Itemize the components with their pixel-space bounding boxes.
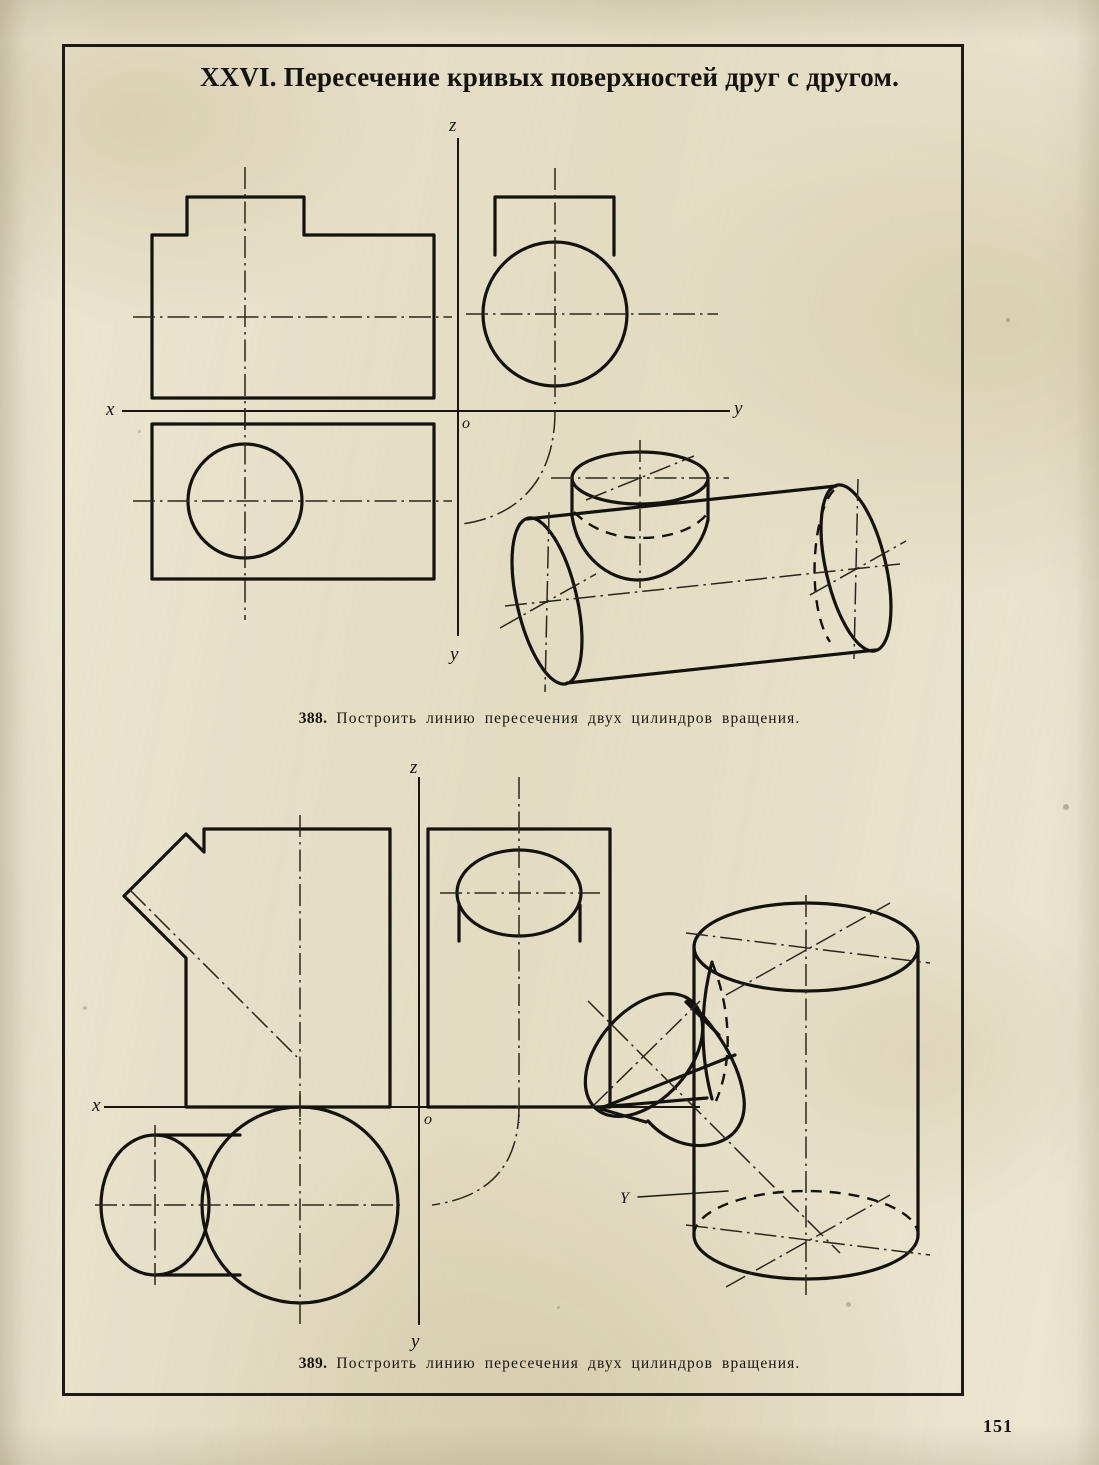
fig389-label-x: x <box>91 1095 101 1116</box>
paper-speck <box>557 1306 560 1309</box>
fig388-label-y-right: y <box>732 398 743 419</box>
fig389-axonometric-view <box>583 895 931 1295</box>
fig388-label-x: x <box>105 399 115 420</box>
page-border-frame <box>62 44 964 1396</box>
fig388-label-z: z <box>448 115 457 136</box>
fig389-label-y-bottom: y <box>409 1331 420 1352</box>
paper-speck <box>846 1302 851 1307</box>
figure-389-drawing <box>95 777 931 1325</box>
paper-speck <box>1063 804 1069 810</box>
figure-388-number: 388. <box>298 710 328 727</box>
figure-389-axis-labels: z x o y Y <box>91 757 631 1352</box>
fig389-label-z: z <box>409 757 418 778</box>
fig388-axonometric-view <box>499 440 907 693</box>
page-title: XXVI. Пересечение кривых поверхностей др… <box>199 62 900 92</box>
figure-389-number: 389. <box>298 1355 328 1372</box>
figure-388-axis-labels: z x y y o <box>105 115 743 665</box>
fig388-axes <box>122 138 730 636</box>
fig388-projection-arc <box>461 410 556 525</box>
fig389-front-view <box>122 815 392 1123</box>
fig388-side-view <box>466 168 718 404</box>
paper-speck <box>83 1006 87 1010</box>
figure-389-caption: 389. Построить линию пересечения двух ци… <box>0 1355 1099 1373</box>
fig388-plan-view <box>133 408 452 620</box>
paper-speck <box>138 430 141 433</box>
figure-388-drawing <box>122 138 907 693</box>
fig389-projection-arc <box>431 1106 520 1206</box>
figure-388-caption: 388. Построить линию пересечения двух ци… <box>0 710 1099 728</box>
page-number: 151 <box>983 1416 1013 1436</box>
fig389-plan-view <box>95 1095 400 1325</box>
figure-389-caption-text: Построить линию пересечения двух цилиндр… <box>336 1355 801 1372</box>
figure-388: z x y y o <box>0 0 1099 700</box>
figure-389: z x o y Y <box>0 755 1099 1355</box>
fig388-label-origin: o <box>462 415 470 432</box>
fig388-front-view <box>133 167 452 430</box>
fig389-label-y-pictorial: Y <box>620 1190 631 1207</box>
figure-388-caption-text: Построить линию пересечения двух цилиндр… <box>336 710 801 727</box>
paper-speck <box>1006 318 1010 322</box>
fig388-label-y-bottom: y <box>448 644 459 665</box>
fig389-label-origin: o <box>424 1111 432 1128</box>
